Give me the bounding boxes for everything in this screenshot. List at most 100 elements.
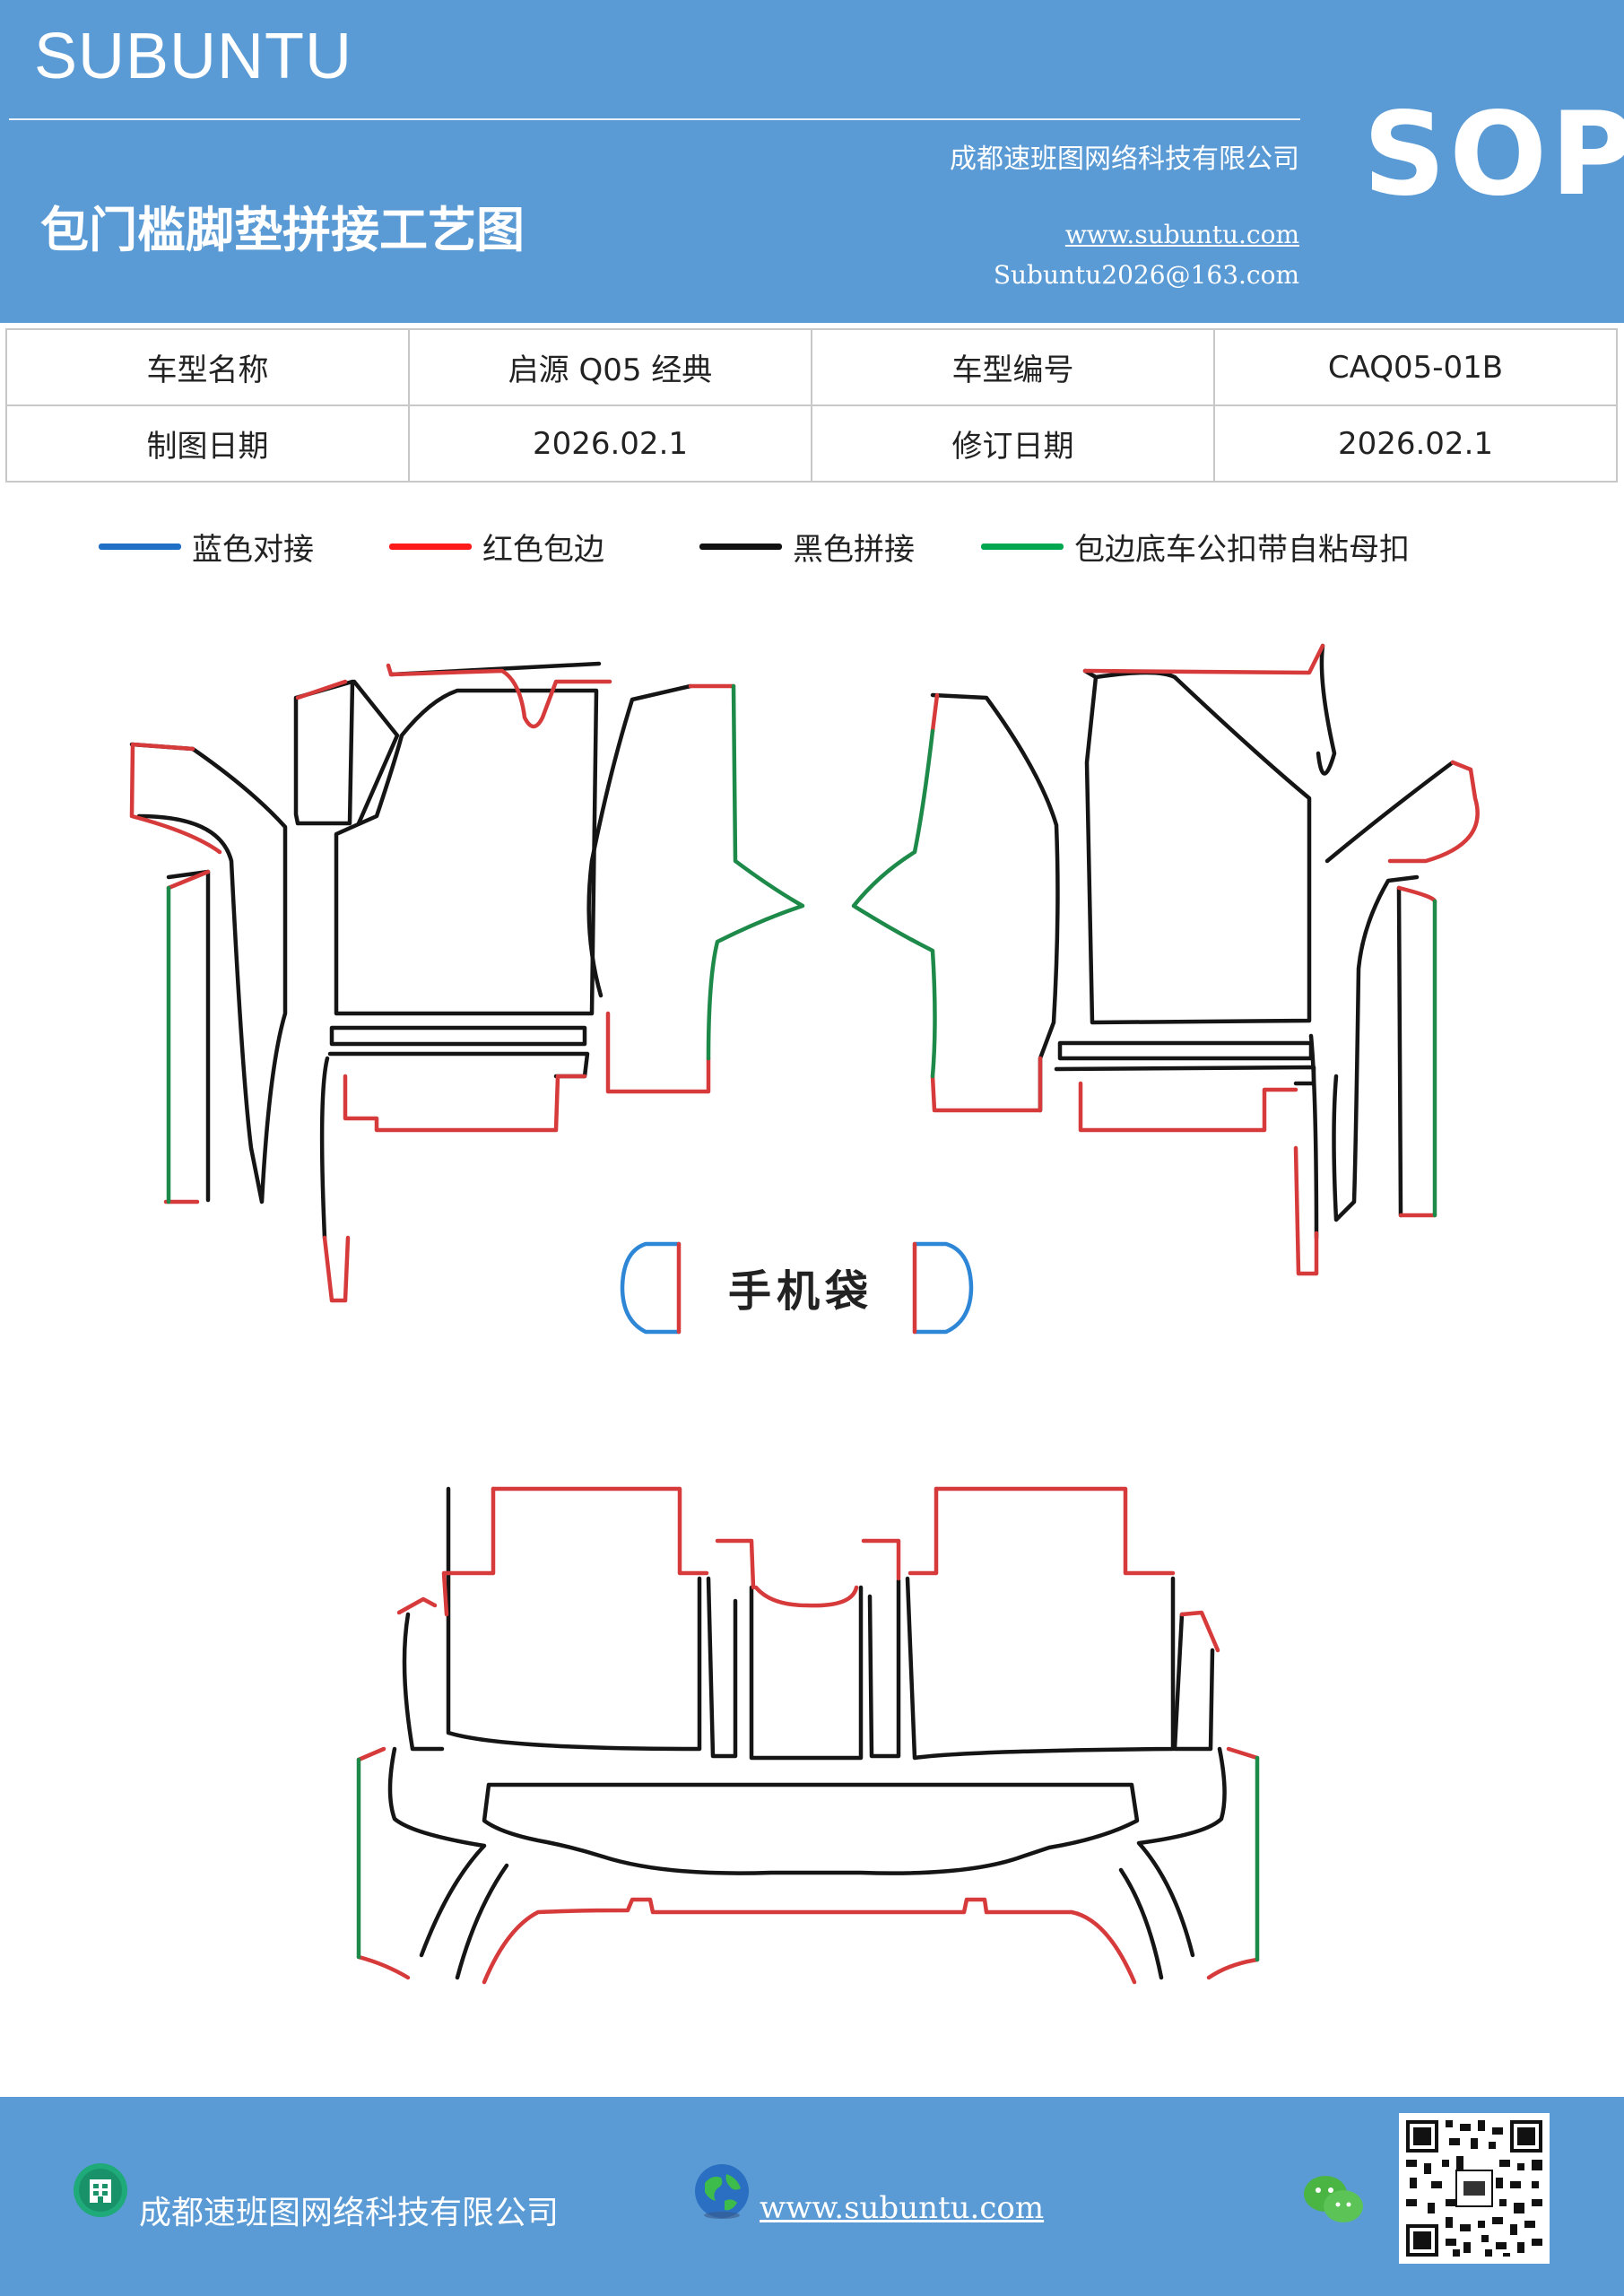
hook-segment xyxy=(706,683,805,1061)
edge-segment xyxy=(386,663,612,729)
table-cell: 2026.02.1 xyxy=(1213,404,1618,483)
mat-piece xyxy=(1118,1867,1164,1980)
edge-segment xyxy=(482,1897,1137,1985)
phone-pocket-label: 手机袋 xyxy=(728,1266,874,1317)
mat-piece xyxy=(455,1863,509,1980)
mat-piece xyxy=(867,1578,901,1759)
green-hook-edging xyxy=(166,683,1437,1962)
edge-segment xyxy=(295,679,348,700)
mat-piece xyxy=(1054,1065,1316,1086)
edge-segment xyxy=(356,1746,386,1762)
mat-piece xyxy=(319,1056,330,1240)
mat-piece xyxy=(293,679,355,826)
mat-piece xyxy=(1316,643,1337,776)
hook-segment xyxy=(851,728,937,1079)
edge-segment xyxy=(322,1235,351,1303)
edge-segment xyxy=(396,1596,438,1615)
footer-company: 成都速班图网络科技有限公司 xyxy=(139,2195,560,2231)
edge-segment xyxy=(1082,643,1325,675)
legend-label: 红色包边 xyxy=(482,532,604,568)
qr-code[interactable] xyxy=(1399,2113,1550,2264)
mat-piece xyxy=(166,869,211,1203)
table-cell: 制图日期 xyxy=(5,404,410,483)
edge-segment xyxy=(930,692,940,734)
legend-item-red: 红色包边 xyxy=(389,525,604,569)
mat-piece xyxy=(749,1585,864,1761)
mat-piece xyxy=(1057,1040,1314,1061)
legend-swatch xyxy=(981,544,1064,550)
mat-piece xyxy=(1332,874,1420,1222)
table-row: 制图日期 2026.02.1 修订日期 2026.02.1 xyxy=(5,404,1618,483)
edge-segment xyxy=(861,1538,901,1581)
edge-segment xyxy=(1226,1746,1260,1761)
edge-segment xyxy=(1293,1145,1319,1276)
table-cell: 车型编号 xyxy=(811,328,1215,406)
edge-segment xyxy=(930,1056,1043,1113)
legend-swatch xyxy=(99,544,181,550)
legend-label: 黑色拼接 xyxy=(793,532,915,568)
legend-swatch xyxy=(389,544,472,550)
pocket-left-blue xyxy=(620,1241,682,1335)
header-company: 成都速班图网络科技有限公司 xyxy=(950,144,1299,175)
globe-icon xyxy=(695,2164,749,2219)
legend-item-blue: 蓝色对接 xyxy=(99,525,314,569)
edge-segment xyxy=(491,1486,709,1576)
mat-diagram: 手机袋 xyxy=(0,592,1624,2063)
mat-piece xyxy=(352,679,400,826)
building-icon xyxy=(74,2163,127,2217)
document-title: 包门槛脚垫拼接工艺图 xyxy=(40,202,525,258)
legend: 蓝色对接 红色包边 黑色拼接 包边底车公扣带自粘母扣 xyxy=(0,525,1624,570)
mat-piece xyxy=(1324,760,1455,864)
mat-piece xyxy=(905,1576,1176,1761)
legend-swatch xyxy=(699,544,782,550)
mat-piece xyxy=(586,683,693,998)
mat-piece xyxy=(482,1782,1140,1875)
mat-piece xyxy=(387,1746,487,1958)
phone-pocket-outlines xyxy=(620,1241,974,1335)
edge-segment xyxy=(356,1954,411,1980)
legend-item-black: 黑色拼接 xyxy=(699,525,915,569)
brand-name: SUBUNTU xyxy=(34,21,353,92)
mat-piece xyxy=(327,1051,590,1079)
footer-website-link[interactable]: www.subuntu.com xyxy=(760,2190,1045,2226)
mat-piece xyxy=(1308,1033,1319,1240)
mat-piece xyxy=(402,1612,445,1752)
edge-segment xyxy=(1206,1957,1260,1980)
mat-piece xyxy=(329,1025,587,1047)
table-cell: 启源 Q05 经典 xyxy=(408,328,812,406)
header-website-link[interactable]: www.subuntu.com xyxy=(1064,220,1299,249)
edge-segment xyxy=(1396,885,1437,904)
edge-segment xyxy=(605,1011,711,1094)
legend-item-green: 包边底车公扣带自粘母扣 xyxy=(981,525,1410,569)
table-row: 车型名称 启源 Q05 经典 车型编号 CAQ05-01B xyxy=(5,328,1618,406)
mat-piece xyxy=(706,1576,738,1759)
header-divider xyxy=(9,118,1300,120)
mat-piece xyxy=(1396,885,1403,1218)
header-band: SUBUNTU SOP 包门槛脚垫拼接工艺图 成都速班图网络科技有限公司 www… xyxy=(0,0,1624,323)
table-cell: 修订日期 xyxy=(811,404,1215,483)
mat-outline-drawing xyxy=(129,643,1480,1985)
mat-piece xyxy=(129,742,288,1205)
edge-segment xyxy=(166,869,211,891)
edge-segment xyxy=(1387,760,1480,864)
legend-label: 包边底车公扣带自粘母扣 xyxy=(1074,532,1410,568)
edge-segment xyxy=(715,1538,756,1590)
edge-segment xyxy=(1179,1610,1220,1653)
mat-piece xyxy=(1136,1746,1227,1958)
mat-piece xyxy=(930,692,1060,1113)
edge-segment xyxy=(343,1074,587,1133)
mat-piece xyxy=(446,1486,702,1752)
edge-segment xyxy=(908,1486,939,1576)
table-cell: 车型名称 xyxy=(5,328,410,406)
edge-segment xyxy=(441,1486,496,1617)
footer-band: 成都速班图网络科技有限公司 www.subuntu.com xyxy=(0,2097,1624,2296)
edge-segment xyxy=(1078,1081,1298,1133)
header-email[interactable]: Subuntu2026@163.com xyxy=(993,260,1299,290)
table-cell: CAQ05-01B xyxy=(1213,328,1618,406)
table-cell: 2026.02.1 xyxy=(408,404,812,483)
vehicle-info-table: 车型名称 启源 Q05 经典 车型编号 CAQ05-01B 制图日期 2026.… xyxy=(5,328,1618,483)
edge-segment xyxy=(129,742,222,855)
wechat-icon xyxy=(1304,2176,1363,2222)
mat-piece xyxy=(1172,1612,1215,1752)
edge-segment xyxy=(753,1585,859,1608)
